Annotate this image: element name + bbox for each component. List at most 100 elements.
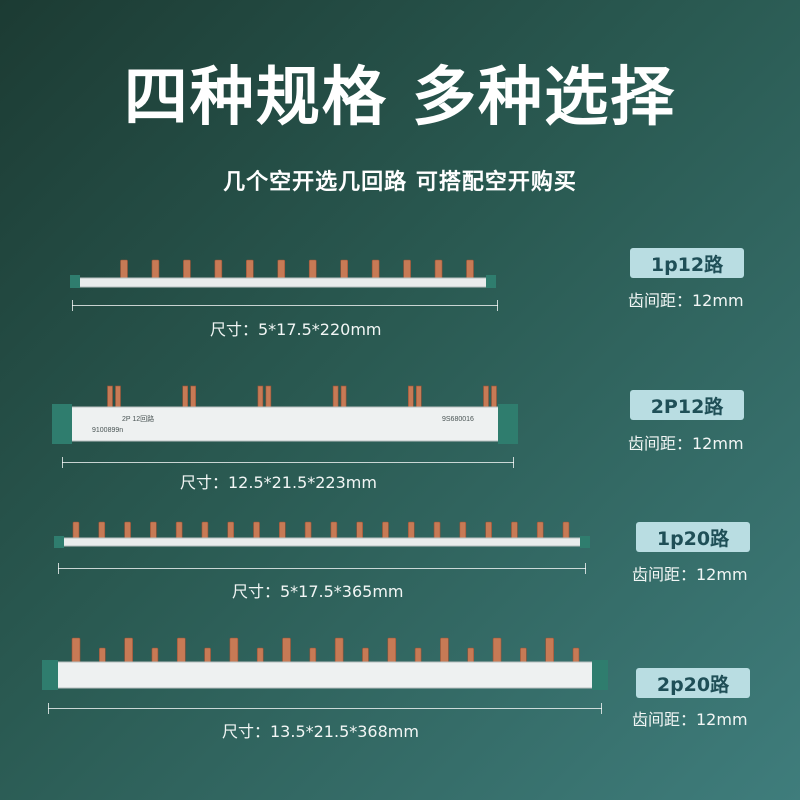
copper-tooth	[511, 521, 518, 541]
size-text-1p20: 尺寸：5*17.5*365mm	[232, 582, 404, 601]
copper-tooth	[304, 521, 312, 541]
copper-tooth	[536, 521, 544, 541]
copper-tooth	[330, 521, 338, 541]
copper-tooth	[229, 637, 239, 665]
size-text-2p20: 尺寸：13.5*21.5*368mm	[222, 722, 419, 741]
copper-tooth	[340, 259, 348, 281]
copper-tooth	[277, 259, 286, 281]
bar-label-text: 9S680016	[442, 416, 474, 423]
busbar-body	[59, 537, 585, 547]
busbar-body	[51, 661, 599, 689]
copper-tooth	[227, 521, 235, 541]
end-cap-left	[42, 660, 58, 690]
badge-1p20: 1p20路	[636, 522, 750, 552]
badge-2p20: 2p20路	[636, 668, 750, 698]
busbar-1p20	[54, 521, 590, 548]
size-text-2p12: 尺寸：12.5*21.5*223mm	[180, 473, 377, 492]
dimension-line-2p20	[48, 703, 602, 714]
copper-tooth	[415, 385, 422, 411]
copper-tooth	[175, 521, 183, 541]
dimension-line-1p12	[72, 300, 498, 311]
end-cap-right	[486, 275, 496, 288]
copper-tooth	[257, 385, 264, 411]
copper-tooth	[120, 259, 128, 281]
copper-tooth	[151, 647, 159, 665]
copper-tooth	[356, 521, 363, 541]
busbar-body	[61, 406, 509, 442]
copper-tooth	[433, 521, 441, 541]
copper-tooth	[440, 637, 449, 665]
pitch-text-1p20: 齿间距：12mm	[632, 565, 748, 584]
copper-tooth	[382, 521, 389, 541]
copper-tooth	[182, 385, 188, 411]
copper-tooth	[190, 385, 196, 411]
copper-tooth	[150, 521, 157, 541]
copper-tooth	[176, 637, 186, 665]
copper-tooth	[279, 521, 286, 541]
dimension-line-2p12	[62, 457, 514, 468]
busbar-body	[75, 277, 491, 288]
copper-tooth	[308, 259, 317, 281]
copper-tooth	[407, 521, 415, 541]
copper-tooth	[562, 521, 570, 541]
end-cap-right	[498, 404, 518, 444]
copper-tooth	[253, 521, 260, 541]
copper-tooth	[72, 521, 80, 541]
busbar-teeth	[120, 259, 474, 281]
bar-label-text: 2P 12回路	[122, 414, 154, 423]
copper-tooth	[520, 647, 527, 665]
pitch-text-2p12: 齿间距：12mm	[628, 434, 744, 453]
busbar-1p12	[70, 259, 496, 288]
copper-tooth	[466, 259, 474, 281]
busbar-teeth	[71, 637, 580, 665]
copper-tooth	[459, 521, 467, 541]
copper-tooth	[124, 637, 133, 665]
dimension-line-1p20	[58, 563, 586, 574]
busbar-teeth	[72, 521, 570, 541]
busbar-2p20	[42, 637, 608, 690]
copper-tooth	[204, 647, 211, 665]
copper-tooth	[183, 259, 191, 281]
end-cap-left	[70, 275, 80, 288]
copper-tooth	[99, 647, 106, 665]
end-cap-left	[54, 536, 64, 548]
copper-tooth	[115, 385, 121, 411]
copper-tooth	[362, 647, 369, 665]
end-cap-right	[592, 660, 608, 690]
copper-tooth	[340, 385, 347, 411]
headline: 四种规格 多种选择	[123, 61, 677, 135]
copper-tooth	[403, 259, 411, 281]
copper-tooth	[545, 637, 554, 665]
copper-tooth	[107, 385, 113, 411]
copper-tooth	[282, 637, 291, 665]
copper-tooth	[491, 385, 497, 411]
end-cap-left	[52, 404, 72, 444]
copper-tooth	[334, 637, 344, 665]
copper-tooth	[214, 259, 223, 281]
copper-tooth	[151, 259, 160, 281]
copper-tooth	[485, 521, 492, 541]
size-text-1p12: 尺寸：5*17.5*220mm	[210, 320, 382, 339]
copper-tooth	[124, 521, 131, 541]
copper-tooth	[309, 647, 317, 665]
copper-tooth	[246, 259, 254, 281]
subline: 几个空开选几回路 可搭配空开购买	[223, 170, 577, 195]
copper-tooth	[71, 637, 81, 665]
copper-tooth	[98, 521, 106, 541]
busbar-2p12: 9100899n 2P 12回路 9S680016	[52, 385, 518, 444]
copper-tooth	[414, 647, 422, 665]
copper-tooth	[387, 637, 397, 665]
badge-1p12: 1p12路	[630, 248, 744, 278]
copper-tooth	[265, 385, 272, 411]
pitch-text-1p12: 齿间距：12mm	[628, 291, 744, 310]
end-cap-right	[580, 536, 590, 548]
busbar-teeth	[107, 385, 497, 411]
copper-tooth	[483, 385, 489, 411]
copper-tooth	[434, 259, 443, 281]
copper-tooth	[256, 647, 264, 665]
pitch-text-2p20: 齿间距：12mm	[632, 710, 748, 729]
copper-tooth	[332, 385, 339, 411]
badge-2p12: 2P12路	[630, 390, 744, 420]
copper-tooth	[467, 647, 475, 665]
bar-label-text: 9100899n	[92, 427, 123, 434]
